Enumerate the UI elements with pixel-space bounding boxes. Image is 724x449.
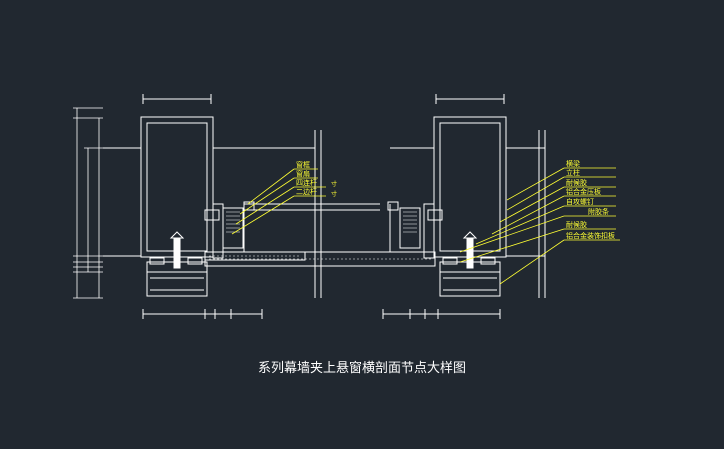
right-callout-7: 耐候胶 (566, 220, 587, 229)
left-callout-1: 窗框 (296, 160, 310, 169)
left-small-mark-1: 寸 (331, 180, 337, 188)
left-dimension-lines (73, 107, 103, 299)
right-callout-3: 耐候胶 (566, 178, 587, 187)
right-callout-8: 铝合金装饰扣板 (566, 231, 615, 240)
right-callout-6: 附胶条 (588, 207, 609, 216)
window-sash-section (204, 201, 436, 267)
right-mullion-assembly (382, 94, 546, 319)
left-callout-4: 二边杆 (296, 187, 317, 196)
right-callout-4: 铝合金压板 (566, 187, 601, 196)
right-callout-leaders (459, 167, 620, 285)
drawing-title: 系列幕墙夹上悬窗横剖面节点大样图 (258, 360, 466, 376)
right-callout-2: 立柱 (566, 168, 580, 177)
left-callout-leaders (231, 168, 326, 235)
right-callout-1: 横梁 (566, 159, 580, 168)
left-callout-3: 四连杆 (296, 178, 317, 187)
right-callout-5: 自攻螺钉 (566, 197, 594, 206)
left-mullion-assembly (103, 94, 380, 319)
left-small-mark-2: 寸 (331, 190, 337, 198)
left-callout-2: 窗扇 (296, 169, 310, 178)
